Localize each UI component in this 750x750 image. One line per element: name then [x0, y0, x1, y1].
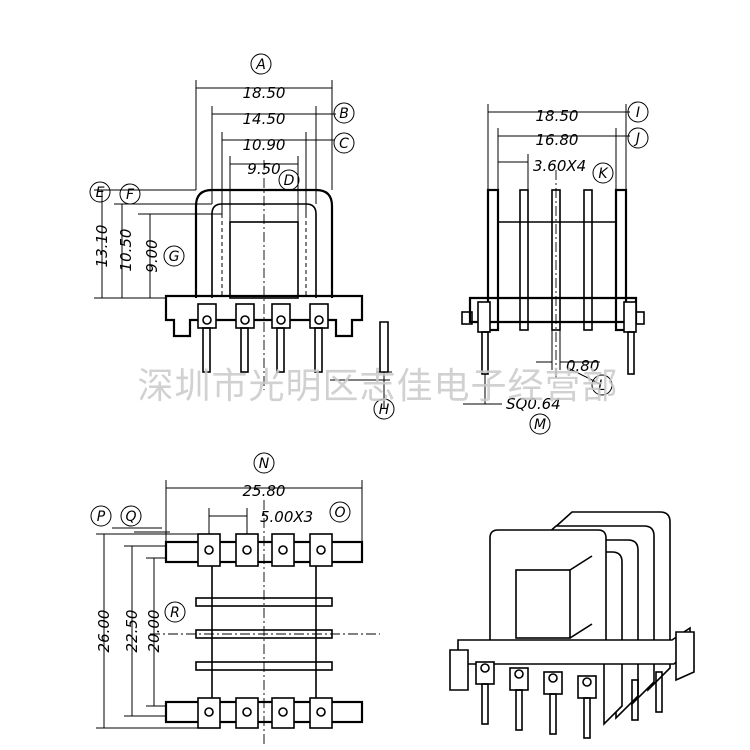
front-base	[164, 294, 364, 338]
dim-e-value: 13.10	[93, 225, 111, 268]
svg-text:L: L	[598, 378, 606, 394]
dim-c-value: 10.90	[243, 136, 286, 154]
svg-text:M: M	[534, 417, 546, 433]
letter-f-callout: F	[119, 183, 141, 205]
svg-text:B: B	[339, 106, 349, 122]
letter-b-callout: B	[316, 102, 355, 124]
dim-m-value: SQ0.64	[506, 395, 561, 413]
svg-text:C: C	[339, 136, 349, 152]
dim-r-value: 20.00	[145, 610, 163, 653]
dim-o-value: 5.00X3	[260, 508, 313, 526]
front-outer-flange	[194, 188, 334, 298]
isometric-view	[449, 511, 695, 739]
front-pins	[202, 327, 323, 373]
letter-o-callout: O	[329, 501, 351, 523]
svg-text:O: O	[334, 505, 345, 521]
side-view: 18.50 16.80 3.60X4 0.80 SQ0.64 I J K L M	[461, 101, 649, 435]
svg-text:R: R	[170, 605, 180, 621]
dim-n-value: 25.80	[243, 482, 286, 500]
letter-l-callout: L	[591, 374, 613, 396]
side-base	[468, 296, 638, 324]
side-flange-right	[614, 188, 628, 332]
letter-j-callout: J	[627, 127, 649, 149]
dim-b-value: 14.50	[243, 110, 286, 128]
letter-i-callout: I	[627, 101, 649, 123]
dim-k-value: 3.60X4	[533, 157, 586, 175]
dim-i-value: 18.50	[536, 107, 579, 125]
side-dim-lines	[463, 104, 630, 405]
letter-p-callout: P	[90, 505, 112, 527]
iso-pins	[481, 671, 663, 739]
svg-text:G: G	[169, 249, 180, 265]
letter-m-callout: M	[529, 413, 551, 435]
svg-text:N: N	[259, 456, 270, 472]
svg-text:D: D	[284, 173, 295, 189]
dim-a-value: 18.50	[243, 84, 286, 102]
dim-g-value: 9.00	[143, 239, 161, 272]
dim-d-value: 9.50	[247, 160, 280, 178]
letter-d-callout: D	[278, 169, 300, 191]
bottom-dim-lines	[96, 480, 363, 729]
letter-r-callout: R	[164, 601, 186, 623]
side-flange-4	[583, 189, 593, 331]
letter-e-callout: E	[89, 181, 111, 203]
letter-h-callout: H	[373, 398, 395, 420]
dim-q-value: 22.50	[123, 610, 141, 653]
letter-g-callout: G	[163, 245, 185, 267]
front-pin-housings	[197, 303, 329, 329]
letter-c-callout: C	[306, 132, 355, 154]
svg-text:P: P	[97, 509, 106, 525]
letter-a-callout: A	[250, 53, 272, 75]
svg-text:J: J	[633, 131, 640, 147]
front-dim-lines	[94, 80, 392, 408]
letter-n-callout: N	[253, 452, 275, 474]
dim-f-value: 10.50	[117, 229, 135, 272]
bottom-view: 25.80 5.00X3 26.00 22.50 20.00 N O P Q R	[90, 452, 380, 745]
svg-text:F: F	[126, 187, 135, 203]
dim-j-value: 16.80	[536, 131, 579, 149]
watermark-text: 深圳市光明区志佳电子经营部	[137, 366, 618, 407]
svg-text:K: K	[598, 166, 609, 182]
svg-text:H: H	[379, 402, 390, 418]
dim-l-value: 0.80	[566, 357, 599, 375]
side-flange-2	[519, 189, 529, 331]
side-pin-right	[627, 331, 635, 375]
letter-k-callout: K	[592, 162, 614, 184]
dim-p-value: 26.00	[95, 610, 113, 653]
side-flange-left	[486, 188, 500, 332]
svg-text:E: E	[96, 185, 105, 201]
front-view: 18.50 14.50 10.90 9.50 13.10 10.50 9.00 …	[89, 53, 395, 420]
svg-text:A: A	[255, 57, 266, 73]
front-mount-tab	[379, 321, 389, 373]
svg-text:I: I	[636, 105, 640, 121]
letter-q-callout: Q	[120, 505, 142, 527]
iso-core-window	[515, 569, 571, 639]
svg-text:Q: Q	[125, 509, 136, 525]
